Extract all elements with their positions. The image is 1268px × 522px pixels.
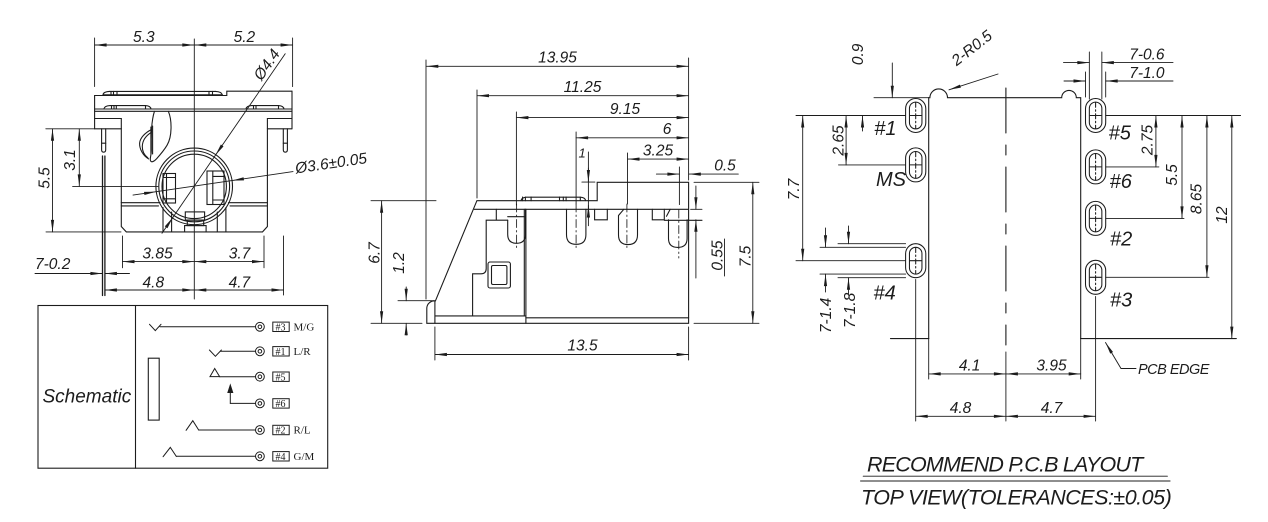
svg-text:0.55: 0.55 bbox=[710, 240, 727, 271]
svg-text:G/M: G/M bbox=[294, 451, 315, 463]
svg-text:5.5: 5.5 bbox=[1164, 164, 1181, 186]
svg-text:5.3: 5.3 bbox=[133, 29, 155, 46]
svg-text:RECOMMEND P.C.B LAYOUT: RECOMMEND P.C.B LAYOUT bbox=[867, 453, 1145, 477]
svg-text:7.5: 7.5 bbox=[738, 245, 755, 267]
svg-text:7-0.2: 7-0.2 bbox=[35, 256, 71, 273]
svg-text:#3: #3 bbox=[1110, 290, 1132, 312]
svg-text:5.2: 5.2 bbox=[234, 29, 256, 46]
svg-text:3.1: 3.1 bbox=[62, 149, 79, 171]
svg-text:3.25: 3.25 bbox=[643, 143, 674, 160]
svg-text:2-R0.5: 2-R0.5 bbox=[948, 27, 996, 70]
svg-text:0.5: 0.5 bbox=[714, 158, 736, 175]
svg-text:#2: #2 bbox=[1110, 229, 1132, 251]
svg-text:7-1.8: 7-1.8 bbox=[842, 292, 859, 328]
svg-text:2.65: 2.65 bbox=[831, 125, 848, 157]
svg-text:9.15: 9.15 bbox=[610, 101, 641, 118]
svg-text:1.2: 1.2 bbox=[391, 252, 408, 274]
svg-text:4.1: 4.1 bbox=[959, 357, 981, 374]
svg-text:0.9: 0.9 bbox=[850, 43, 867, 65]
svg-text:Ø3.6±0.05: Ø3.6±0.05 bbox=[293, 150, 368, 177]
svg-text:5.5: 5.5 bbox=[37, 167, 54, 189]
svg-text:PCB EDGE: PCB EDGE bbox=[1138, 362, 1210, 378]
svg-text:TOP VIEW(TOLERANCES:±0.05): TOP VIEW(TOLERANCES:±0.05) bbox=[861, 486, 1171, 510]
svg-text:4.7: 4.7 bbox=[1041, 400, 1064, 417]
svg-text:#1: #1 bbox=[874, 118, 896, 140]
svg-text:2.75: 2.75 bbox=[1140, 125, 1157, 157]
svg-text:13.5: 13.5 bbox=[567, 338, 598, 355]
svg-text:3.7: 3.7 bbox=[229, 246, 252, 263]
svg-text:#5: #5 bbox=[276, 372, 286, 383]
svg-text:#5: #5 bbox=[1109, 123, 1132, 145]
svg-text:7-1.4: 7-1.4 bbox=[818, 297, 835, 333]
svg-text:4.8: 4.8 bbox=[143, 275, 165, 292]
svg-text:6: 6 bbox=[663, 121, 672, 138]
svg-text:R/L: R/L bbox=[294, 425, 311, 437]
svg-text:L/R: L/R bbox=[294, 346, 312, 358]
svg-text:#6: #6 bbox=[1110, 171, 1133, 193]
svg-text:3.95: 3.95 bbox=[1036, 357, 1067, 374]
svg-text:4.8: 4.8 bbox=[950, 400, 972, 417]
svg-text:1: 1 bbox=[579, 146, 586, 161]
svg-text:#6: #6 bbox=[276, 399, 286, 410]
svg-text:7.7: 7.7 bbox=[786, 177, 803, 200]
svg-text:MS: MS bbox=[876, 169, 907, 191]
svg-text:#4: #4 bbox=[276, 452, 286, 463]
svg-text:#4: #4 bbox=[874, 283, 896, 305]
svg-text:#3: #3 bbox=[276, 323, 286, 334]
svg-text:Schematic: Schematic bbox=[43, 387, 132, 408]
svg-text:8.65: 8.65 bbox=[1189, 184, 1206, 215]
svg-text:6.7: 6.7 bbox=[367, 241, 384, 264]
svg-text:#1: #1 bbox=[276, 347, 286, 358]
svg-text:3.85: 3.85 bbox=[142, 246, 173, 263]
svg-text:#2: #2 bbox=[276, 426, 286, 437]
svg-text:13.95: 13.95 bbox=[538, 50, 577, 67]
svg-text:11.25: 11.25 bbox=[564, 79, 602, 96]
svg-text:Ø4.4: Ø4.4 bbox=[250, 46, 284, 84]
svg-text:M/G: M/G bbox=[294, 322, 315, 334]
svg-text:12: 12 bbox=[1214, 206, 1231, 224]
svg-text:7-1.0: 7-1.0 bbox=[1129, 65, 1165, 82]
svg-text:7-0.6: 7-0.6 bbox=[1129, 47, 1165, 64]
svg-text:4.7: 4.7 bbox=[229, 275, 252, 292]
